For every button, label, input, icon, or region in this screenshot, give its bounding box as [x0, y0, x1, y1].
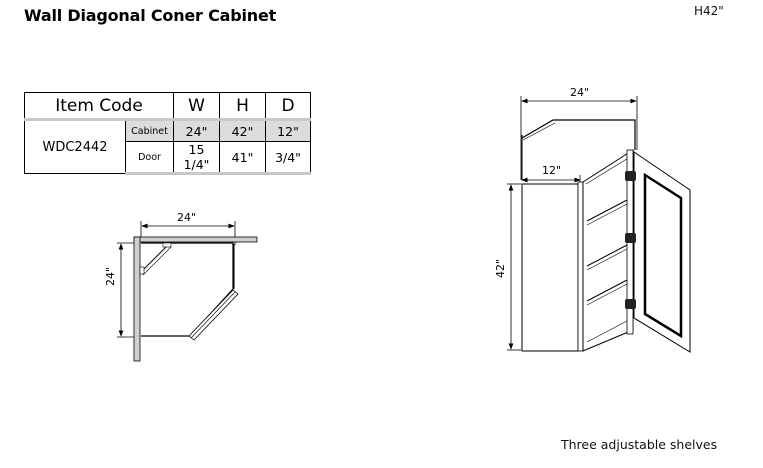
elevation-height-dim: 42"	[494, 258, 507, 278]
door-d: 3/4"	[265, 141, 311, 175]
height-tag: H42"	[694, 4, 724, 18]
elevation-depth-dim: 12"	[542, 164, 562, 177]
spec-table: Item Code W H D WDC2442 Cabinet 24" 42" …	[24, 92, 311, 175]
item-code-value: WDC2442	[24, 119, 126, 174]
cabinet-d: 12"	[265, 119, 311, 142]
row-label-door: Door	[125, 141, 174, 175]
row-label-cabinet: Cabinet	[125, 119, 174, 142]
header-d: D	[265, 92, 311, 121]
header-h: H	[219, 92, 266, 121]
door-w: 15 1/4"	[173, 141, 220, 175]
shelves-note: Three adjustable shelves	[561, 437, 718, 452]
spec-table-header: Item Code W H D	[24, 92, 311, 121]
page-title: Wall Diagonal Coner Cabinet	[24, 6, 277, 25]
header-w: W	[173, 92, 220, 121]
table-row-cabinet: WDC2442 Cabinet 24" 42" 12"	[24, 119, 311, 174]
table-row-door: Door 15 1/4" 41" 3/4"	[25, 141, 311, 175]
plan-width-dim: 24"	[177, 211, 197, 224]
elevation-width-dim: 24"	[570, 86, 590, 99]
header-item-code: Item Code	[24, 92, 174, 121]
